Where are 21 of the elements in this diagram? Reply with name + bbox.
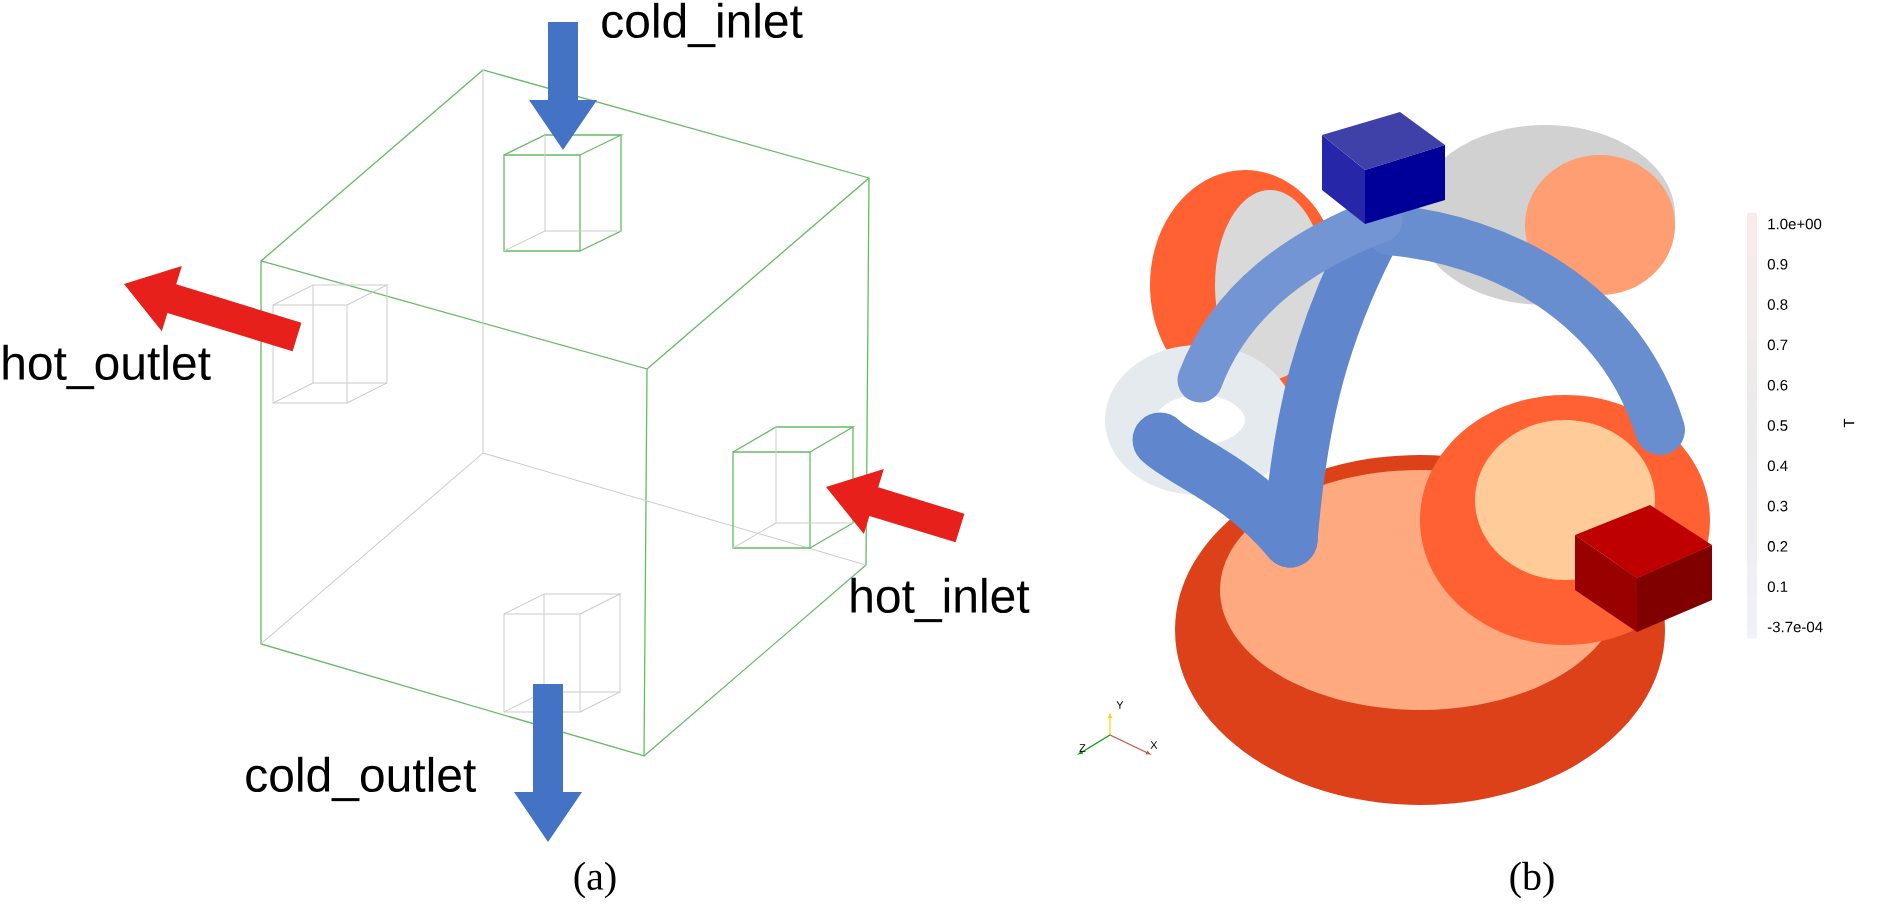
tick-label: 0.8 [1767, 299, 1788, 310]
axis-letter: Z [1079, 744, 1086, 752]
tick-label: 0.5 [1767, 420, 1788, 431]
tick-label: 0.9 [1767, 259, 1788, 270]
tick-label: 0.1 [1767, 581, 1788, 592]
flow-label: hot_outlet [3, 344, 211, 390]
flow-label: cold_outlet [246, 756, 476, 802]
tick-label: 0.2 [1767, 541, 1788, 552]
tick-label: -3.7e-04 [1767, 621, 1823, 633]
panel-caption: (b) [1510, 861, 1554, 899]
tick-label: 1.0e+00 [1768, 218, 1822, 230]
flow-label: cold_inlet [602, 2, 803, 48]
axis-letter: Y [1116, 701, 1124, 709]
tick-label: 0.3 [1767, 500, 1788, 512]
flow-label: hot_inlet [851, 577, 1030, 623]
tick-label: 0.6 [1767, 379, 1788, 391]
axis-letter: X [1150, 741, 1158, 749]
panel-caption: (a) [574, 861, 616, 899]
tick-label: 0.7 [1767, 339, 1788, 351]
axis-title: T [1843, 418, 1855, 428]
tick-label: 0.4 [1767, 460, 1788, 472]
